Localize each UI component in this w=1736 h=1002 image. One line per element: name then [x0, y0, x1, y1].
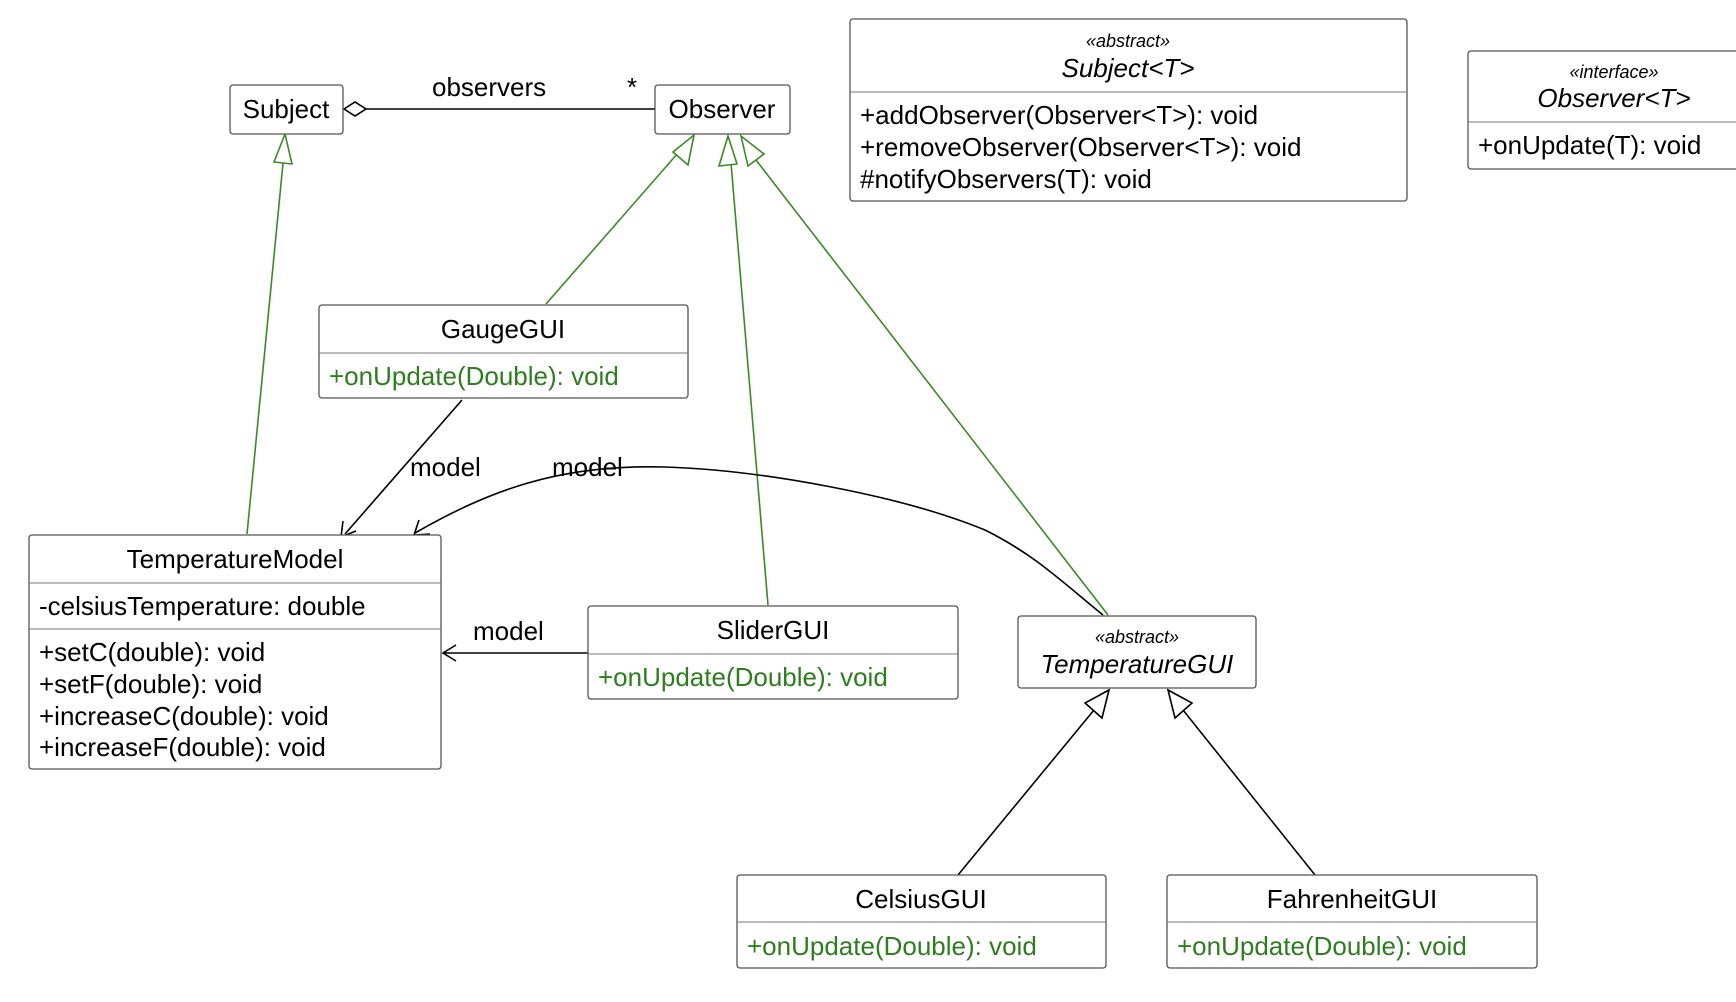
stereotype: «abstract»	[1086, 31, 1170, 51]
aggregation-diamond	[342, 101, 368, 117]
association-gaugegui-model	[344, 399, 463, 535]
class-name: CelsiusGUI	[855, 884, 986, 914]
generalization-head-temperaturegui	[739, 133, 766, 168]
association-temperaturegui-model	[414, 465, 1104, 616]
generalization-head-celsiusgui	[1083, 688, 1111, 720]
method: +onUpdate(Double): void	[598, 662, 888, 692]
class-name: Observer	[669, 94, 776, 124]
method: #notifyObservers(T): void	[860, 164, 1152, 194]
generalization-head-subject	[272, 131, 294, 165]
class-name: Subject<T>	[1062, 53, 1195, 83]
class-gaugegui[interactable]: GaugeGUI +onUpdate(Double): void	[318, 304, 689, 399]
class-temperaturegui[interactable]: «abstract» TemperatureGUI	[1017, 615, 1257, 689]
class-name: Subject	[243, 94, 330, 124]
arrowhead-slidergui-model	[441, 644, 457, 662]
class-temperaturemodel[interactable]: TemperatureModel -celsiusTemperature: do…	[28, 534, 442, 770]
class-fahrenheitgui[interactable]: FahrenheitGUI +onUpdate(Double): void	[1166, 874, 1538, 969]
generalization-fahrenheitgui-temperaturegui	[1182, 709, 1316, 876]
stereotype: «abstract»	[1095, 627, 1179, 647]
generalization-head-fahrenheitgui	[1166, 688, 1194, 720]
method: +increaseF(double): void	[39, 732, 326, 762]
class-celsiusgui[interactable]: CelsiusGUI +onUpdate(Double): void	[736, 874, 1107, 969]
observers-multiplicity: *	[627, 72, 637, 102]
temperaturegui-model-label: model	[552, 452, 623, 482]
method: +addObserver(Observer<T>): void	[860, 100, 1258, 130]
class-subject[interactable]: Subject	[229, 84, 344, 135]
class-observer-generic[interactable]: «interface» Observer<T> +onUpdate(T): vo…	[1467, 50, 1736, 170]
generalization-head-gaugegui	[671, 132, 696, 167]
class-name: TemperatureModel	[127, 544, 344, 574]
class-slidergui[interactable]: SliderGUI +onUpdate(Double): void	[587, 605, 959, 700]
generalization-head-slidergui	[717, 133, 739, 167]
slider-model-label: model	[473, 616, 544, 646]
method: +onUpdate(Double): void	[329, 361, 619, 391]
method: +onUpdate(Double): void	[1177, 931, 1467, 961]
field: -celsiusTemperature: double	[39, 591, 366, 621]
method: +removeObserver(Observer<T>): void	[860, 132, 1301, 162]
method: +onUpdate(Double): void	[747, 931, 1037, 961]
generalization-temperaturegui-observer	[755, 159, 1109, 616]
class-subject-generic[interactable]: «abstract» Subject<T> +addObserver(Obser…	[849, 18, 1408, 202]
class-name: SliderGUI	[717, 615, 830, 645]
generalization-slidergui-observer	[730, 162, 769, 606]
class-name: Observer<T>	[1537, 83, 1690, 113]
class-observer[interactable]: Observer	[654, 84, 791, 135]
method: +increaseC(double): void	[39, 701, 329, 731]
class-name: GaugeGUI	[441, 314, 565, 344]
method: +setF(double): void	[39, 669, 262, 699]
class-name: TemperatureGUI	[1041, 649, 1234, 679]
generalization-gaugegui-observer	[545, 152, 679, 305]
class-name: FahrenheitGUI	[1267, 884, 1438, 914]
method: +onUpdate(T): void	[1478, 130, 1701, 160]
gauge-model-label: model	[410, 452, 481, 482]
method: +setC(double): void	[39, 637, 265, 667]
generalization-temperaturemodel-subject	[246, 152, 285, 535]
generalization-celsiusgui-temperaturegui	[957, 709, 1095, 876]
edges	[246, 101, 1316, 876]
observers-label: observers	[432, 72, 546, 102]
stereotype: «interface»	[1569, 62, 1658, 82]
